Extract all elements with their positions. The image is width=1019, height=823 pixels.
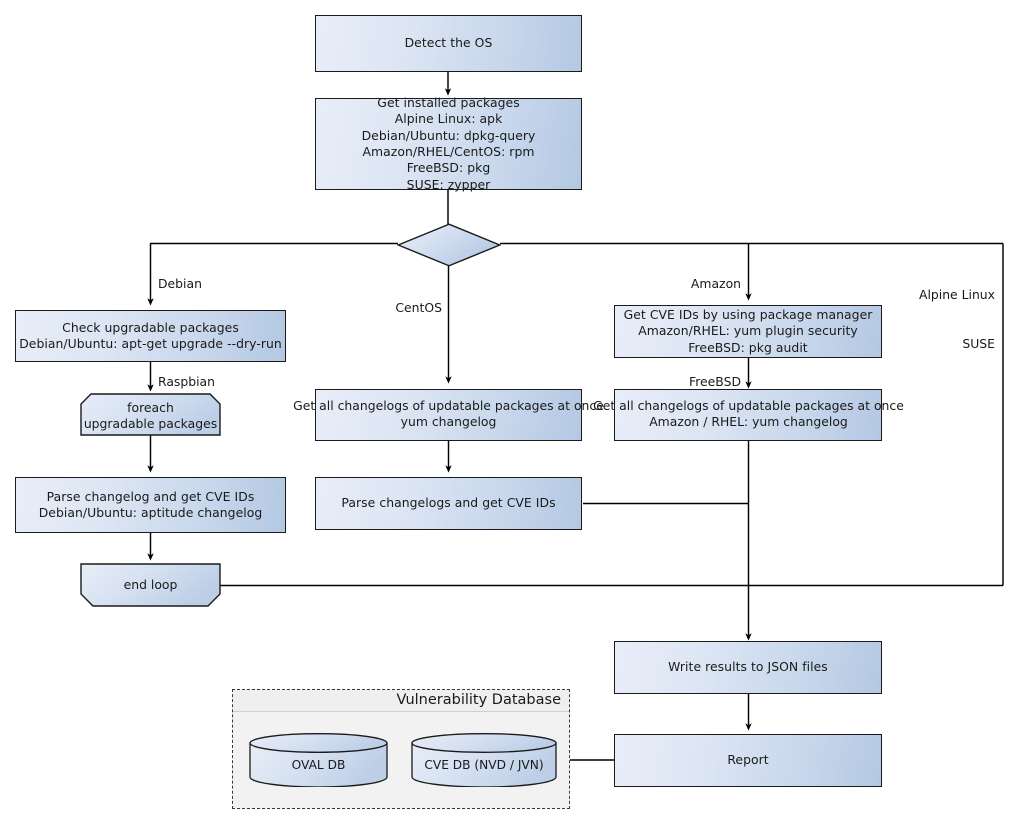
branch-label-centos: CentOS — [395, 300, 442, 316]
node-write-results-label: Write results to JSON files — [668, 659, 828, 675]
node-get-cve-ids-pkgmgr-label: Get CVE IDs by using package manager Ama… — [623, 307, 873, 355]
node-parse-changelogs-centos[interactable]: Parse changelogs and get CVE IDs — [315, 477, 582, 530]
db-cve-label: CVE DB (NVD / JVN) — [424, 758, 544, 772]
node-foreach-loop[interactable] — [80, 393, 221, 436]
foreach-loop-shape — [80, 393, 221, 436]
db-oval[interactable]: OVAL DB — [249, 733, 388, 788]
node-get-cve-ids-pkgmgr[interactable]: Get CVE IDs by using package manager Ama… — [614, 305, 882, 358]
node-parse-changelogs-centos-label: Parse changelogs and get CVE IDs — [341, 495, 556, 511]
os-decision-shape — [397, 223, 501, 267]
node-check-upgradable[interactable]: Check upgradable packages Debian/Ubuntu:… — [15, 310, 286, 362]
db-cve-shape — [411, 733, 557, 788]
end-loop-shape — [80, 563, 221, 607]
db-oval-shape — [249, 733, 388, 788]
branch-label-alpine: Alpine Linux SUSE — [918, 287, 995, 352]
node-check-upgradable-label: Check upgradable packages Debian/Ubuntu:… — [19, 319, 282, 351]
node-end-loop[interactable] — [80, 563, 221, 607]
node-write-results[interactable]: Write results to JSON files — [614, 641, 882, 694]
node-changelogs-rhel[interactable] — [614, 389, 882, 441]
node-parse-changelog-debian-label: Parse changelog and get CVE IDs Debian/U… — [38, 488, 263, 520]
node-detect-os[interactable]: Detect the OS — [315, 15, 582, 72]
db-oval-label: OVAL DB — [291, 758, 346, 772]
node-parse-changelog-debian[interactable]: Parse changelog and get CVE IDs Debian/U… — [15, 477, 286, 533]
node-get-installed-packages-label: Get installed packages Alpine Linux: apk… — [361, 95, 536, 192]
node-os-decision[interactable] — [397, 223, 501, 267]
node-report-label: Report — [727, 752, 769, 768]
group-vulnerability-database-title: Vulnerability Database — [233, 690, 569, 712]
node-report[interactable]: Report — [614, 734, 882, 787]
node-changelogs-centos[interactable] — [315, 389, 582, 441]
node-get-installed-packages[interactable]: Get installed packages Alpine Linux: apk… — [315, 95, 582, 192]
node-detect-os-label: Detect the OS — [404, 35, 493, 51]
db-cve[interactable]: CVE DB (NVD / JVN) — [411, 733, 557, 788]
